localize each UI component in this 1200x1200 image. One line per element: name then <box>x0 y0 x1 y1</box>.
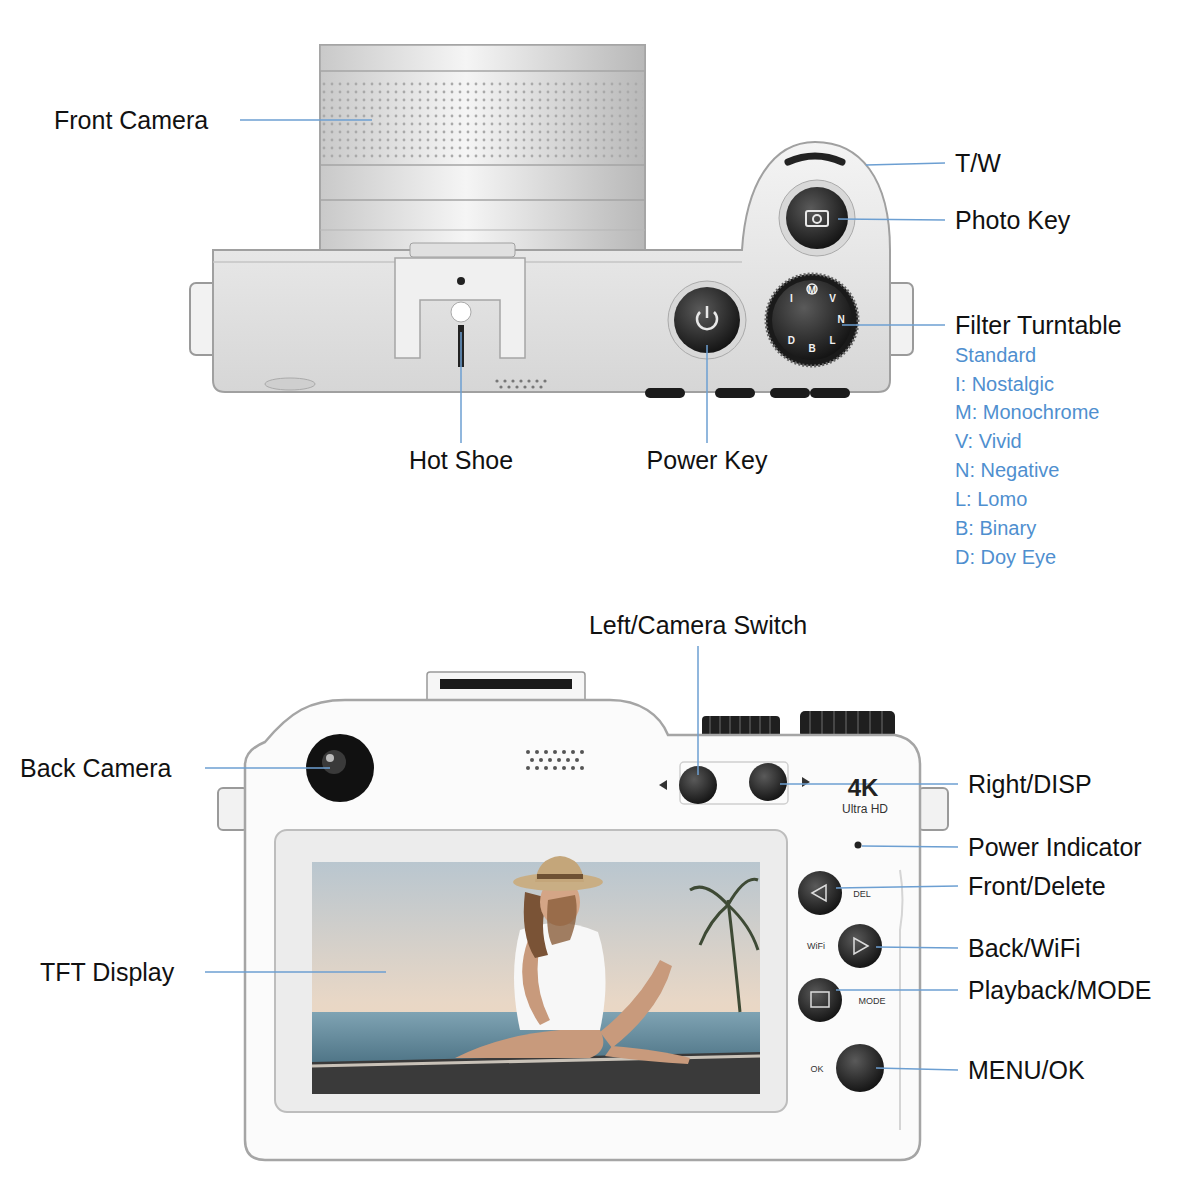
dial-letter: N <box>837 314 844 326</box>
filter-option: V: Vivid <box>955 430 1022 453</box>
part-label: Power Key <box>647 446 768 475</box>
button-marking: OK <box>810 1064 823 1074</box>
part-label: Back/WiFi <box>968 934 1081 963</box>
dial-letter: L <box>829 335 835 347</box>
filter-option: M: Monochrome <box>955 401 1100 424</box>
part-label: Front Camera <box>54 106 208 135</box>
part-label: Back Camera <box>20 754 171 783</box>
dial-letter: I <box>790 294 793 306</box>
button-marking: MODE <box>859 996 886 1006</box>
part-label: Playback/MODE <box>968 976 1151 1005</box>
dial-letter: V <box>829 294 836 306</box>
button-marking: DEL <box>853 889 871 899</box>
part-label: Power Indicator <box>968 833 1142 862</box>
filter-option: D: Doy Eye <box>955 546 1056 569</box>
dial-letter: M <box>808 285 816 297</box>
part-label: Left/Camera Switch <box>589 611 807 640</box>
part-label: Photo Key <box>955 206 1070 235</box>
part-label: Front/Delete <box>968 872 1106 901</box>
dial-letter: D <box>788 335 795 347</box>
logo-text: 4K <box>848 774 879 802</box>
part-label: MENU/OK <box>968 1056 1085 1085</box>
part-label: Filter Turntable <box>955 311 1122 340</box>
filter-option: N: Negative <box>955 459 1060 482</box>
part-label: Right/DISP <box>968 770 1092 799</box>
filter-option: I: Nostalgic <box>955 373 1054 396</box>
part-label: TFT Display <box>40 958 174 987</box>
dial-letter: B <box>808 343 815 355</box>
filter-option: B: Binary <box>955 517 1036 540</box>
button-marking: WiFi <box>807 941 825 951</box>
filter-option: L: Lomo <box>955 488 1027 511</box>
part-label: Hot Shoe <box>409 446 513 475</box>
logo-text: Ultra HD <box>842 803 888 817</box>
filter-option: Standard <box>955 344 1036 367</box>
part-label: T/W <box>955 149 1001 178</box>
